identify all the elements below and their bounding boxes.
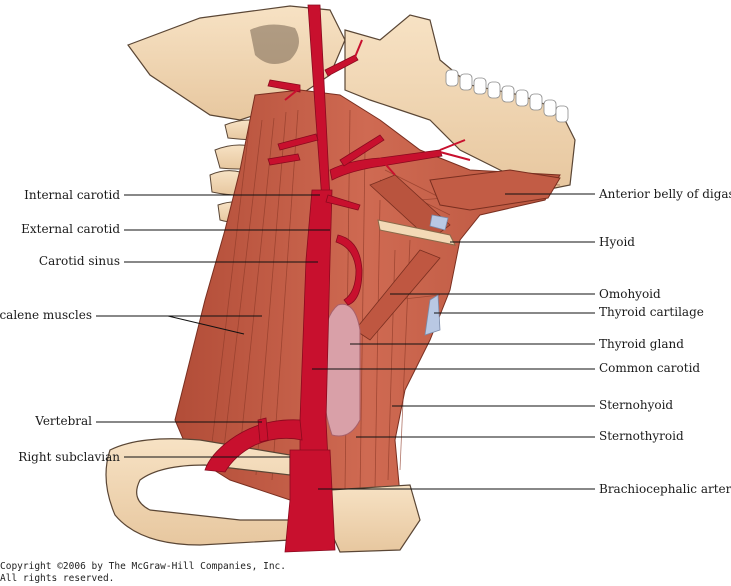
label-brachiocephalic-artery: Brachiocephalic artery [599, 482, 731, 496]
arteries [204, 4, 443, 553]
hyoid-cartilage [429, 214, 449, 231]
digastric-anterior-belly [429, 169, 561, 211]
copyright-line-2: All rights reserved. [0, 573, 115, 584]
mandible [344, 14, 576, 191]
label-sternohyoid: Sternohyoid [599, 398, 674, 412]
copyright-line-1: Copyright ©2006 by The McGraw-Hill Compa… [0, 561, 286, 572]
label-thyroid-gland: Thyroid gland [599, 337, 684, 351]
hyoid-bone [377, 219, 456, 246]
omohyoid-muscle [354, 249, 441, 341]
label-vertebral: Vertebral [35, 414, 92, 428]
label-right-subclavian: Right subclavian [18, 450, 120, 464]
label-carotid-sinus: Carotid sinus [38, 254, 120, 268]
clavicle-right [105, 438, 291, 546]
artery-twigs [284, 39, 471, 176]
stylohyoid [369, 174, 451, 241]
skull-texture [250, 24, 299, 65]
label-anterior-belly-of-digastric: Anterior belly of digastric [599, 187, 731, 201]
manubrium [329, 484, 421, 553]
label-scalene-muscles: Scalene muscles [0, 308, 92, 322]
copyright-notice: Copyright ©2006 by The McGraw-Hill Compa… [0, 561, 286, 585]
label-thyroid-cartilage: Thyroid cartilage [599, 305, 704, 319]
leader-lines-left [96, 194, 330, 458]
teeth [445, 69, 569, 123]
label-external-carotid: External carotid [21, 222, 120, 236]
label-hyoid: Hyoid [599, 235, 635, 249]
thyroid-cartilage-shape [424, 294, 441, 336]
label-sternothyroid: Sternothyroid [599, 429, 684, 443]
leader-lines-right [312, 193, 595, 490]
label-omohyoid: Omohyoid [599, 287, 661, 301]
label-internal-carotid: Internal carotid [24, 188, 120, 202]
label-common-carotid: Common carotid [599, 361, 701, 375]
